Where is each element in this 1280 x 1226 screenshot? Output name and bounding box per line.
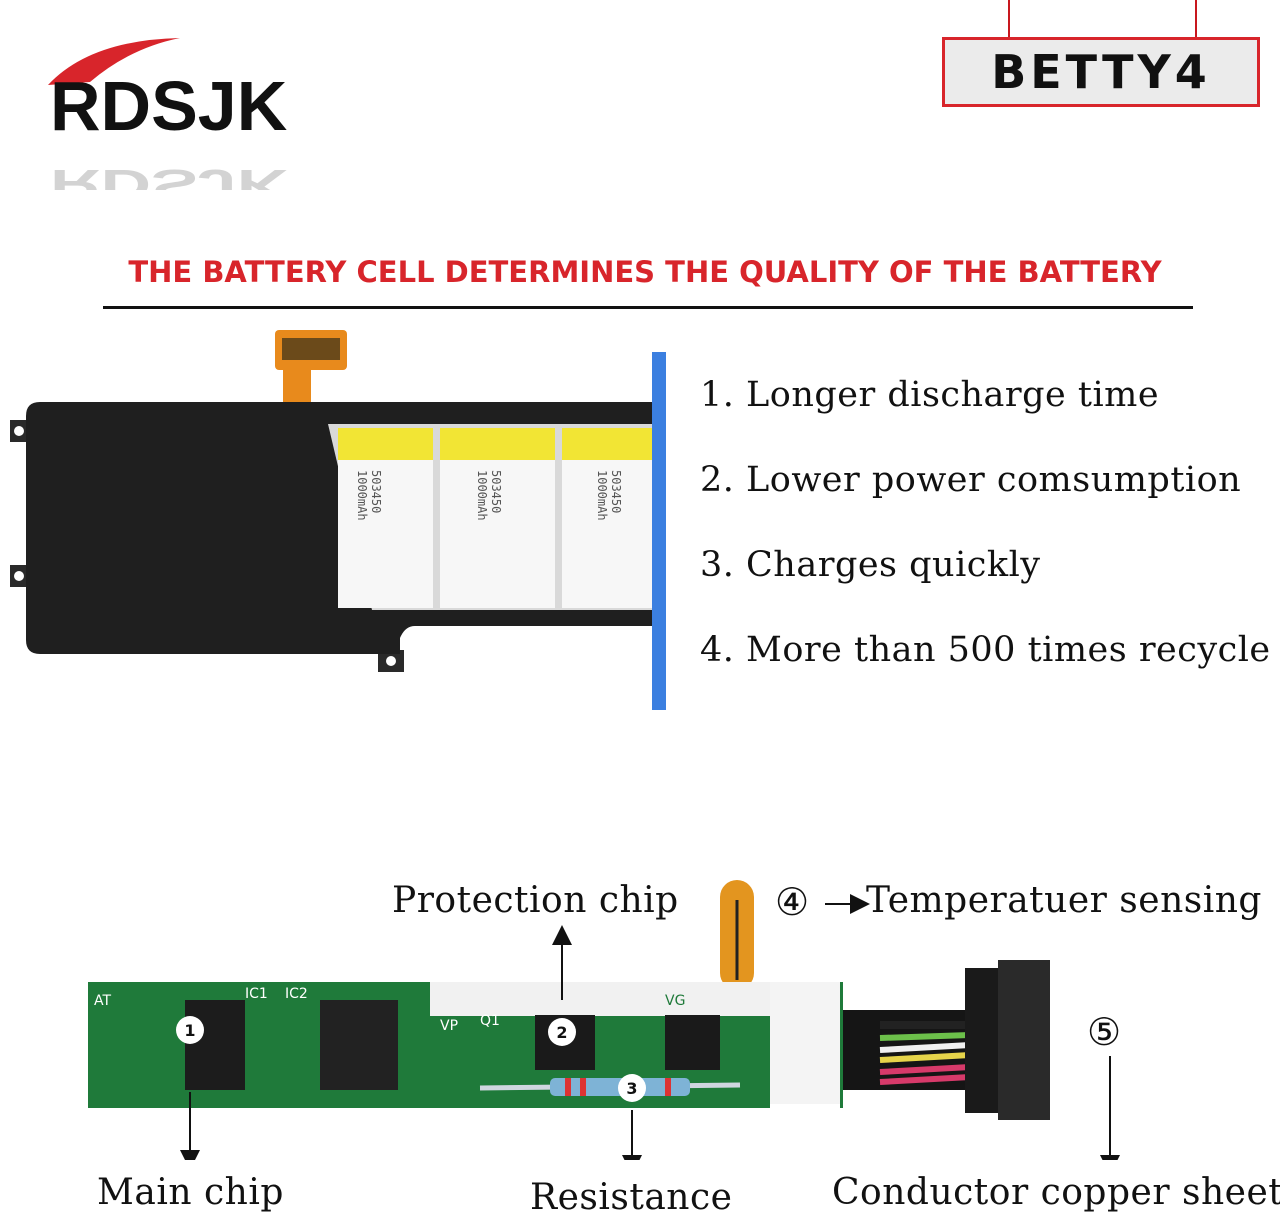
tag-string-left bbox=[1008, 0, 1010, 38]
board-label-ic2: IC2 bbox=[285, 986, 308, 1002]
cell-1-model: 503450 bbox=[369, 470, 383, 513]
cell-2-model: 503450 bbox=[489, 470, 503, 513]
label-temperature-sensing: Temperatuer sensing bbox=[866, 880, 1262, 921]
battery-cells: 503450 503450 503450 1000mAh 1000mAh 100… bbox=[338, 428, 658, 608]
marker-4: ④ bbox=[775, 880, 810, 924]
cell-3-capacity: 1000mAh bbox=[595, 470, 609, 521]
pcb-board-image: IC1 IC2 VP Q1 VG AT 1 2 3 bbox=[88, 880, 1120, 1160]
marker-2: 2 bbox=[556, 1023, 567, 1042]
label-main-chip: Main chip bbox=[97, 1172, 284, 1213]
logo-text: RDSJK bbox=[50, 67, 287, 145]
brand-logo: RDSJK RDSJK bbox=[48, 38, 288, 190]
label-protection-chip: Protection chip bbox=[392, 880, 679, 921]
label-resistance: Resistance bbox=[530, 1177, 733, 1218]
model-tag-text: BETTY4 bbox=[991, 45, 1211, 99]
svg-text:RDSJK: RDSJK bbox=[50, 161, 288, 190]
headline: THE BATTERY CELL DETERMINES THE QUALITY … bbox=[128, 255, 1162, 289]
board-label-ic1: IC1 bbox=[245, 986, 268, 1002]
feature-3: 3. Charges quickly bbox=[700, 545, 1041, 585]
board-label-q1: Q1 bbox=[480, 1013, 500, 1029]
board-label-vg: VG bbox=[665, 993, 685, 1009]
headline-underline bbox=[103, 306, 1193, 309]
model-tag: BETTY4 bbox=[942, 37, 1260, 107]
feature-4: 4. More than 500 times recycle bbox=[700, 630, 1271, 670]
cell-1-capacity: 1000mAh bbox=[355, 470, 369, 521]
cell-2-capacity: 1000mAh bbox=[475, 470, 489, 521]
board-label-vp: VP bbox=[440, 1018, 458, 1034]
feature-1: 1. Longer discharge time bbox=[700, 375, 1160, 415]
tag-string-right bbox=[1195, 0, 1197, 38]
cell-3-model: 503450 bbox=[609, 470, 623, 513]
marker-5: ⑤ bbox=[1087, 1010, 1122, 1054]
marker-3: 3 bbox=[626, 1079, 637, 1098]
board-label-at: AT bbox=[94, 993, 111, 1009]
label-conductor-copper-sheet: Conductor copper sheet bbox=[832, 1172, 1280, 1213]
feature-2: 2. Lower power comsumption bbox=[700, 460, 1242, 500]
marker-1: 1 bbox=[184, 1021, 195, 1040]
battery-pack-image: 503450 503450 503450 1000mAh 1000mAh 100… bbox=[10, 330, 666, 710]
